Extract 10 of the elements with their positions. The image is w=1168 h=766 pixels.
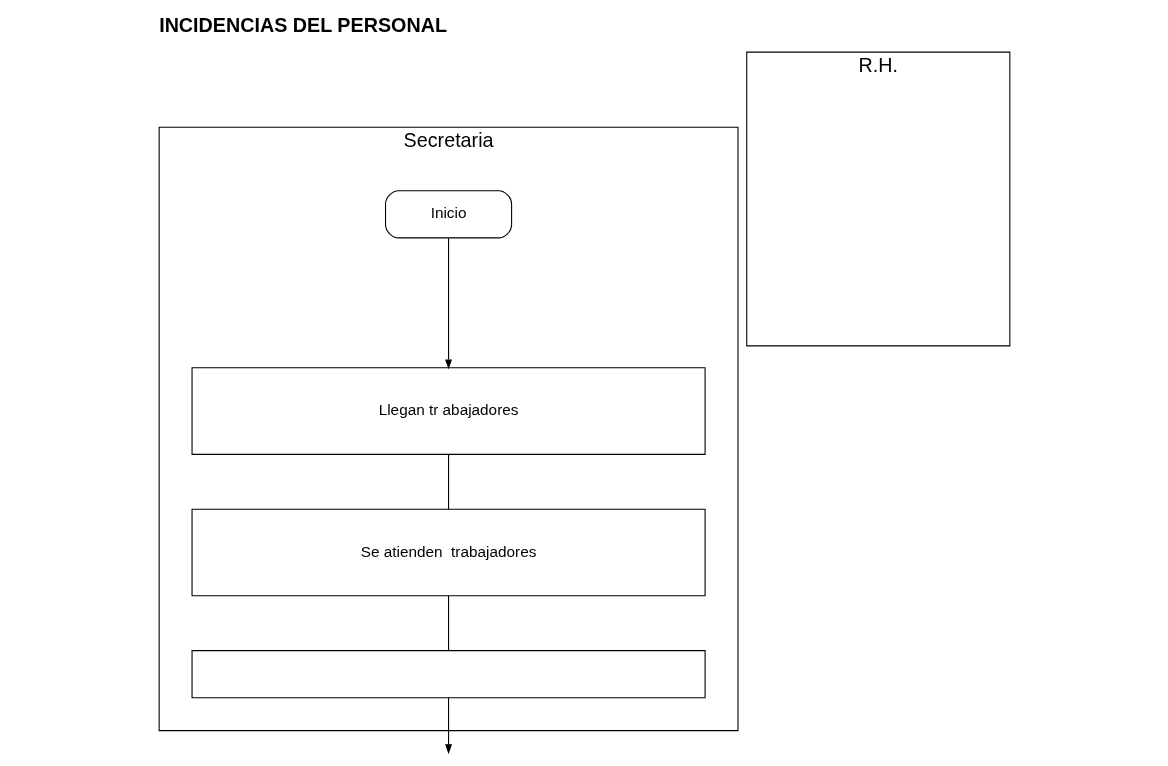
- connector: [447, 454, 449, 510]
- node-box: Inicio: [384, 190, 512, 239]
- node-box: Se atienden trabajadores: [191, 508, 706, 597]
- node-box: R.H.: [745, 51, 1010, 347]
- arrow: [444, 237, 452, 370]
- diagram-title: INCIDENCIAS DEL PERSONAL: [158, 13, 447, 36]
- node-box: [191, 650, 706, 699]
- connector: [447, 595, 449, 652]
- node-box: Llegan tr abajadores: [191, 367, 706, 455]
- arrow: [444, 697, 452, 755]
